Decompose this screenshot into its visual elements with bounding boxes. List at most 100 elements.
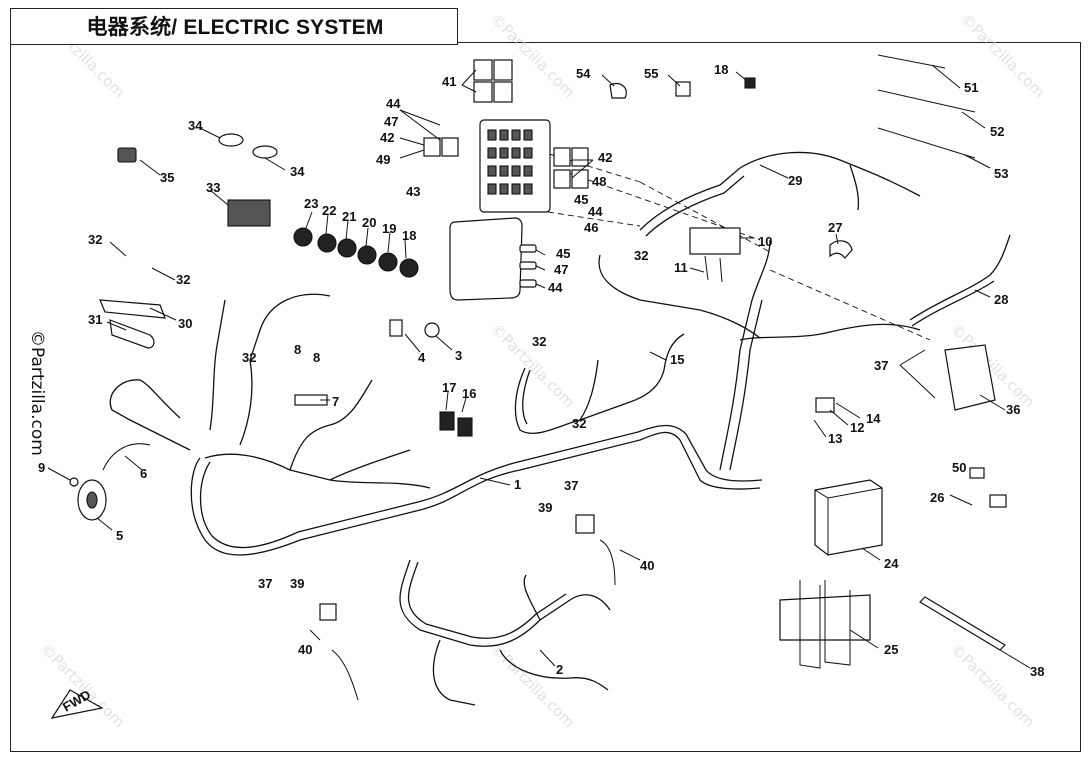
battery-strap	[919, 596, 1006, 651]
sensor	[457, 417, 473, 437]
callout-42: 42	[598, 150, 612, 165]
callout-1: 1	[514, 477, 521, 492]
relay	[571, 169, 589, 189]
clip	[829, 240, 853, 259]
callout-32: 32	[532, 334, 546, 349]
relay	[493, 81, 513, 103]
ferrite-ring	[252, 145, 278, 159]
battery	[814, 479, 883, 556]
callout-37: 37	[874, 358, 888, 373]
callout-37: 37	[258, 576, 272, 591]
callout-9: 9	[38, 460, 45, 475]
callout-44: 44	[386, 96, 401, 111]
fuse	[519, 261, 537, 270]
callout-17: 17	[442, 380, 456, 395]
sensor	[357, 245, 377, 265]
fuse	[519, 244, 537, 253]
callout-32: 32	[572, 416, 586, 431]
sensor-wire	[331, 649, 359, 701]
connector	[815, 397, 835, 413]
sensor	[319, 603, 337, 621]
callout-18: 18	[714, 62, 728, 77]
callout-45: 45	[574, 192, 588, 207]
callout-37: 37	[564, 478, 578, 493]
relay	[423, 137, 441, 157]
relay	[473, 59, 493, 81]
callout-39: 39	[538, 500, 552, 515]
callout-26: 26	[930, 490, 944, 505]
harness-15	[514, 333, 685, 434]
voltage-regulator	[227, 199, 271, 227]
main-wiring-harness	[109, 239, 921, 556]
cable	[877, 54, 946, 69]
callout-18: 18	[402, 228, 416, 243]
bolt	[69, 477, 79, 487]
ground-bar	[99, 299, 166, 319]
callout-54: 54	[576, 66, 591, 81]
connector	[744, 77, 756, 89]
rear-wiring-harness	[399, 559, 611, 706]
callout-34: 34	[188, 118, 203, 133]
callout-32: 32	[634, 248, 648, 263]
callout-20: 20	[362, 215, 376, 230]
engine-control-unit	[944, 344, 996, 411]
callout-7: 7	[332, 394, 339, 409]
callout-4: 4	[418, 350, 426, 365]
relay	[553, 147, 571, 167]
ferrite-ring	[218, 133, 244, 147]
callout-25: 25	[884, 642, 898, 657]
cable	[877, 127, 976, 159]
callout-53: 53	[994, 166, 1008, 181]
callout-19: 19	[382, 221, 396, 236]
callout-32: 32	[88, 232, 102, 247]
callout-43: 43	[406, 184, 420, 199]
callout-2: 2	[556, 662, 563, 677]
clip	[609, 82, 627, 99]
title-box: 电器系统/ ELECTRIC SYSTEM	[10, 8, 458, 45]
callout-13: 13	[828, 431, 842, 446]
callout-55: 55	[644, 66, 658, 81]
callout-47: 47	[384, 114, 398, 129]
callout-38: 38	[1030, 664, 1044, 679]
bracket	[109, 319, 155, 349]
relay	[553, 169, 571, 189]
callout-49: 49	[376, 152, 390, 167]
callout-32: 32	[242, 350, 256, 365]
callout-51: 51	[964, 80, 978, 95]
harness-29	[639, 151, 921, 237]
callout-22: 22	[322, 203, 336, 218]
callout-3: 3	[455, 348, 462, 363]
callout-44: 44	[548, 280, 563, 295]
diagram-frame	[10, 42, 1081, 752]
relay	[441, 137, 459, 157]
sensor	[378, 252, 398, 272]
callout-23: 23	[304, 196, 318, 211]
callout-34: 34	[290, 164, 305, 179]
callout-40: 40	[298, 642, 312, 657]
callout-35: 35	[160, 170, 174, 185]
page-title: 电器系统/ ELECTRIC SYSTEM	[86, 16, 384, 39]
relay	[473, 81, 493, 103]
callout-6: 6	[140, 466, 147, 481]
callout-31: 31	[88, 312, 102, 327]
sensor	[317, 233, 337, 253]
fuse-box-cover	[449, 217, 523, 301]
callout-8: 8	[313, 350, 320, 365]
watermark-vertical: ©Partzilla.com	[27, 330, 47, 456]
callout-29: 29	[788, 173, 802, 188]
callout-36: 36	[1006, 402, 1020, 417]
callout-10: 10	[758, 234, 772, 249]
callout-41: 41	[442, 74, 456, 89]
sensor	[293, 227, 313, 247]
callout-24: 24	[884, 556, 899, 571]
sensor	[439, 411, 455, 431]
callout-15: 15	[670, 352, 684, 367]
harness-28	[909, 234, 1011, 327]
callout-5: 5	[116, 528, 123, 543]
connector	[989, 494, 1007, 508]
callout-12: 12	[850, 420, 864, 435]
control-module	[689, 227, 741, 255]
callout-labels: 1 2 3 4 5 6 7 8 8 9 10 11 12 13 14 15 16…	[38, 62, 1044, 715]
